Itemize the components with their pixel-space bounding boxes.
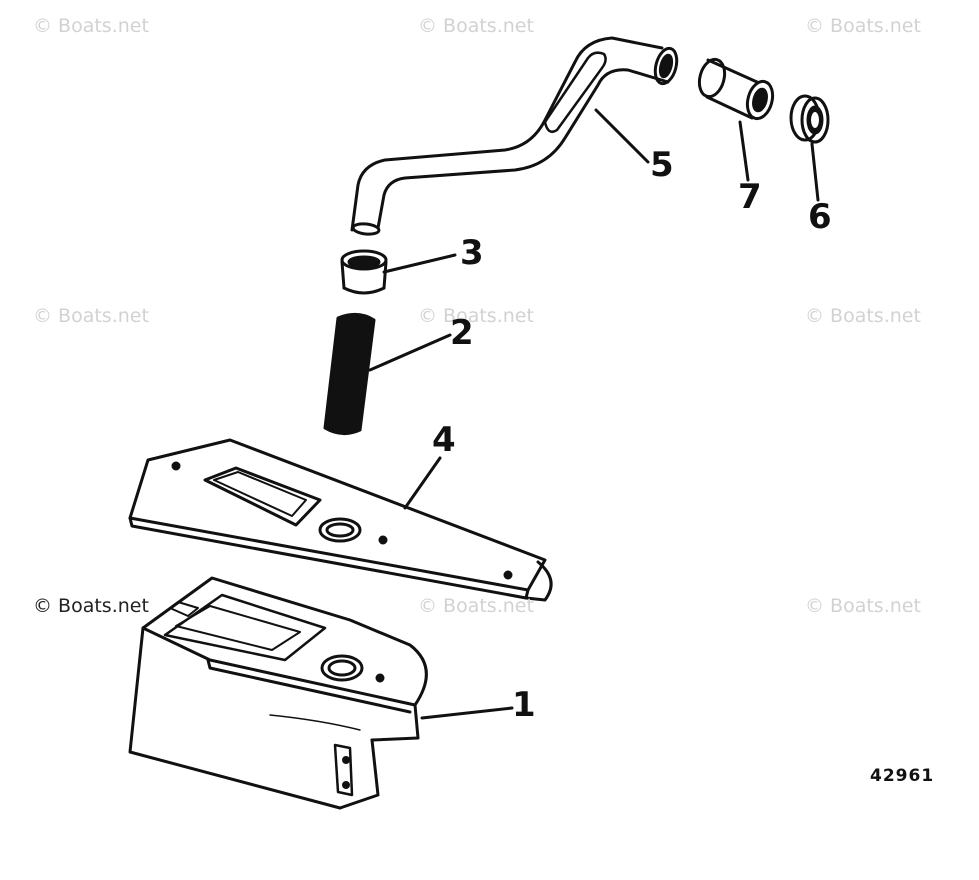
watermark: © Boats.net bbox=[418, 15, 534, 37]
part-1-housing bbox=[128, 576, 428, 810]
watermark: © Boats.net bbox=[418, 305, 534, 327]
part-5-bent-tube bbox=[350, 36, 679, 236]
callout-1: 1 bbox=[512, 685, 536, 725]
watermark: © Boats.net bbox=[805, 15, 921, 37]
watermark: © Boats.net bbox=[33, 305, 149, 327]
watermark-dark: © Boats.net bbox=[33, 595, 149, 617]
callout-4: 4 bbox=[432, 420, 456, 460]
callout-3: 3 bbox=[460, 233, 484, 273]
watermark: © Boats.net bbox=[805, 595, 921, 617]
part-7-sleeve bbox=[697, 57, 775, 121]
callout-7: 7 bbox=[738, 177, 762, 217]
figure-number: 42961 bbox=[870, 766, 935, 786]
part-2-rubber-cylinder bbox=[323, 313, 376, 435]
watermark: © Boats.net bbox=[805, 305, 921, 327]
part-6-grommet bbox=[789, 94, 830, 144]
part-4-gasket-plate bbox=[128, 438, 553, 602]
callout-2: 2 bbox=[450, 313, 474, 353]
callout-6: 6 bbox=[808, 197, 832, 237]
part-3-collar bbox=[340, 249, 388, 295]
leader-lines bbox=[368, 108, 820, 720]
watermark: © Boats.net bbox=[418, 595, 534, 617]
callout-5: 5 bbox=[650, 145, 674, 185]
watermark: © Boats.net bbox=[33, 15, 149, 37]
